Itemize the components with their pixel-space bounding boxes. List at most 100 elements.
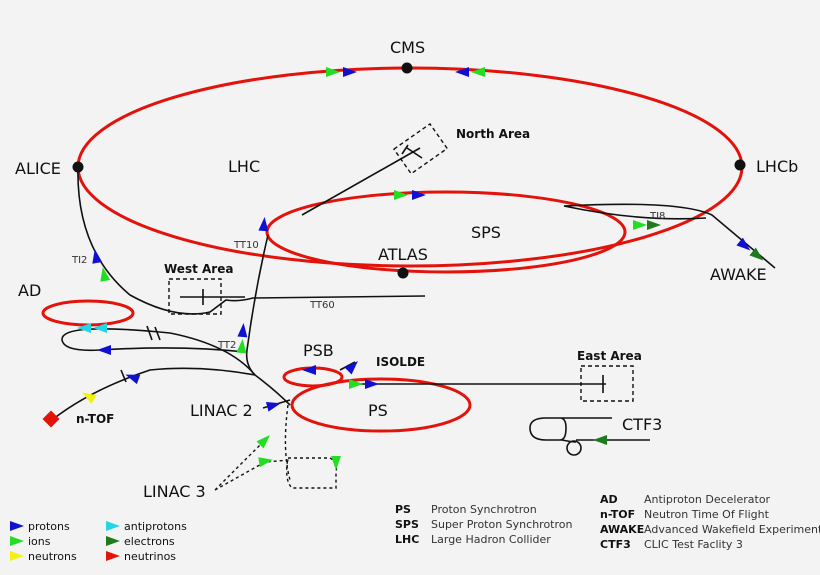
particle-legend: protons ions neutrons antiprotons electr… bbox=[10, 520, 187, 563]
sps-label: SPS bbox=[471, 223, 501, 242]
leir-ring bbox=[285, 457, 338, 489]
legend-item-electrons: electrons bbox=[106, 535, 175, 548]
ps-label: PS bbox=[368, 401, 388, 420]
linac3-label: LINAC 3 bbox=[143, 482, 206, 501]
ad-line bbox=[61, 328, 256, 376]
abbr-full: Proton Synchrotron bbox=[431, 503, 537, 516]
lhc-ring bbox=[76, 66, 744, 268]
protons-arrow bbox=[97, 345, 111, 355]
legend-item-neutrons: neutrons bbox=[10, 550, 77, 563]
abbreviation-key-left: PS Proton Synchrotron SPS Super Proton S… bbox=[395, 503, 573, 546]
abbr-full: Antiproton Decelerator bbox=[644, 493, 771, 506]
west-area-box bbox=[168, 278, 222, 315]
ti2-label: TI2 bbox=[71, 255, 87, 266]
ions-arrow bbox=[633, 220, 647, 230]
lhcb-point bbox=[734, 159, 746, 171]
legend-item-ions: ions bbox=[10, 535, 51, 548]
legend-swatch bbox=[10, 551, 24, 561]
ions-arrow bbox=[394, 190, 408, 200]
legend-swatch bbox=[106, 551, 120, 561]
legend-item-protons: protons bbox=[10, 520, 70, 533]
ions-arrow bbox=[258, 457, 273, 468]
ions-arrow bbox=[100, 267, 111, 282]
abbreviation-key-right: AD Antiproton Decelerator n-TOF Neutron … bbox=[600, 493, 820, 551]
legend-swatch bbox=[10, 521, 24, 531]
ad-ring bbox=[41, 299, 135, 327]
legend-label: neutrons bbox=[28, 550, 77, 563]
protons-arrow bbox=[237, 323, 248, 338]
electrons-arrow bbox=[749, 247, 764, 261]
west-area-label: West Area bbox=[164, 262, 233, 276]
beam-arrows bbox=[77, 67, 764, 470]
abbr-full: Super Proton Synchrotron bbox=[431, 518, 573, 531]
beam-stop-ticks bbox=[120, 325, 161, 383]
legend-label: antiprotons bbox=[124, 520, 187, 533]
alice-point bbox=[72, 161, 84, 173]
north-area-stop bbox=[401, 144, 423, 159]
antiprotons-arrow bbox=[93, 323, 107, 333]
isolde-line bbox=[339, 361, 356, 371]
linac3-lines bbox=[214, 404, 291, 491]
electrons-arrow bbox=[593, 435, 607, 445]
ti8-line bbox=[563, 205, 707, 220]
atlas-point bbox=[397, 267, 409, 279]
ions-arrow bbox=[256, 435, 270, 449]
legend-label: neutrinos bbox=[124, 550, 176, 563]
protons-arrow bbox=[344, 361, 358, 375]
north-area-box bbox=[392, 122, 449, 175]
abbr-full: Advanced Wakefield Experiment bbox=[644, 523, 820, 536]
protons-arrow bbox=[365, 379, 379, 389]
psb-label: PSB bbox=[303, 341, 334, 360]
ti2-tt60-line bbox=[77, 166, 426, 315]
abbr-code: CTF3 bbox=[600, 538, 631, 551]
linac2-label: LINAC 2 bbox=[190, 401, 253, 420]
awake-label: AWAKE bbox=[710, 265, 767, 284]
abbr-code: AWAKE bbox=[600, 523, 644, 536]
lhc-label: LHC bbox=[228, 157, 260, 176]
tt60-label: TT60 bbox=[309, 300, 335, 311]
protons-arrow bbox=[412, 190, 426, 200]
abbr-full: CLIC Test Faclity 3 bbox=[644, 538, 743, 551]
ntof-target bbox=[42, 410, 60, 428]
abbr-full: Large Hadron Collider bbox=[431, 533, 551, 546]
legend-item-neutrinos: neutrinos bbox=[106, 550, 176, 563]
legend-label: protons bbox=[28, 520, 70, 533]
legend-item-antiprotons: antiprotons bbox=[106, 520, 187, 533]
east-area-label: East Area bbox=[577, 349, 642, 363]
neutrons-arrow bbox=[81, 392, 97, 404]
ad-label: AD bbox=[18, 281, 41, 300]
legend-swatch bbox=[106, 536, 120, 546]
electrons-arrow bbox=[647, 220, 661, 230]
alice-label: ALICE bbox=[15, 159, 61, 178]
protons-arrow bbox=[125, 374, 141, 385]
cms-label: CMS bbox=[390, 38, 425, 57]
ps-ring bbox=[290, 377, 472, 433]
ions-arrow bbox=[326, 67, 340, 77]
atlas-label: ATLAS bbox=[378, 245, 428, 264]
abbr-code: PS bbox=[395, 503, 411, 516]
antiprotons-arrow bbox=[77, 323, 91, 333]
cms-point bbox=[401, 62, 413, 74]
east-area-box bbox=[580, 365, 634, 402]
awake-line bbox=[563, 203, 776, 269]
isolde-label: ISOLDE bbox=[376, 355, 425, 369]
abbr-full: Neutron Time Of Flight bbox=[644, 508, 770, 521]
abbr-code: SPS bbox=[395, 518, 419, 531]
north-area-line bbox=[301, 147, 421, 216]
legend-swatch bbox=[10, 536, 24, 546]
ntof-label: n-TOF bbox=[76, 412, 114, 426]
ti8-label: TI8 bbox=[649, 211, 665, 222]
ctf3-ring bbox=[566, 440, 582, 456]
abbr-code: LHC bbox=[395, 533, 419, 546]
ions-arrow bbox=[331, 456, 341, 470]
ntof-line bbox=[51, 367, 256, 421]
lhcb-label: LHCb bbox=[756, 157, 798, 176]
tt10-label: TT10 bbox=[233, 240, 259, 251]
ions-arrow bbox=[471, 67, 485, 77]
ions-arrow bbox=[236, 339, 247, 354]
protons-arrow bbox=[258, 217, 269, 232]
protons-arrow bbox=[265, 401, 281, 412]
abbr-code: AD bbox=[600, 493, 618, 506]
protons-arrow bbox=[343, 67, 357, 77]
